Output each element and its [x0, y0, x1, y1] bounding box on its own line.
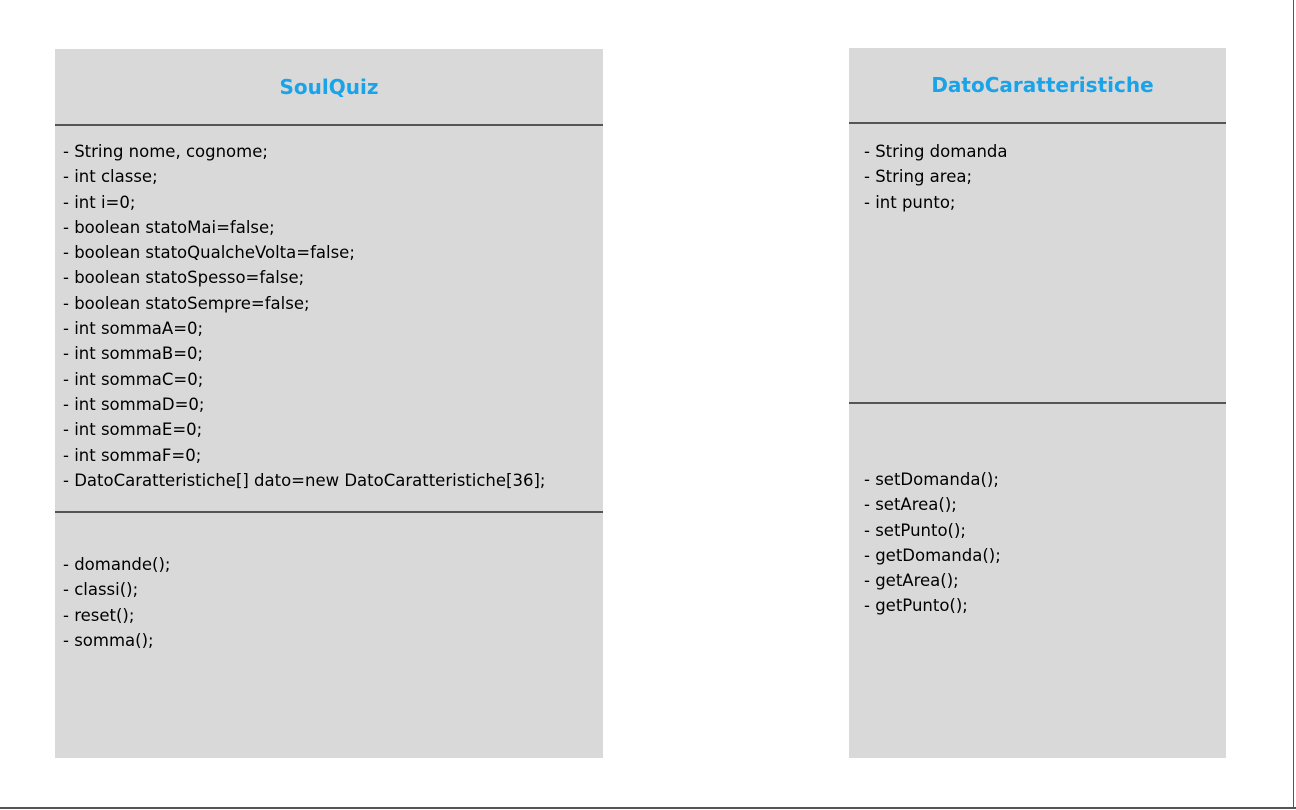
- class-box-datocaratteristiche: DatoCaratteristiche - String domanda - S…: [849, 48, 1226, 758]
- attribute-item: - int sommaE=0;: [63, 420, 203, 440]
- method-item: - reset();: [63, 605, 135, 625]
- divider-dato-methods: [849, 402, 1226, 404]
- method-item: - getDomanda();: [864, 545, 1001, 565]
- attribute-item: - int sommaC=0;: [63, 369, 204, 389]
- attribute-item: - int sommaF=0;: [63, 445, 202, 465]
- method-item: - somma();: [63, 630, 154, 650]
- method-item: - setDomanda();: [864, 470, 999, 489]
- attribute-list-datocaratteristiche: - String domanda - String area; - int pu…: [864, 139, 1007, 215]
- attribute-list-soulquiz: - String nome, cognome; - int classe; - …: [63, 139, 545, 493]
- method-list-datocaratteristiche: - setDomanda(); - setArea(); - setPunto(…: [864, 467, 1001, 619]
- method-item: - setArea();: [864, 495, 957, 515]
- page-edge-bottom: [0, 807, 1296, 809]
- divider-soulquiz-methods: [55, 511, 603, 513]
- divider-dato-attributes: [849, 122, 1226, 124]
- attribute-item: - String area;: [864, 167, 973, 187]
- class-box-soulquiz: SoulQuiz - String nome, cognome; - int c…: [55, 49, 603, 758]
- attribute-item: - DatoCaratteristiche[] dato=new DatoCar…: [63, 470, 546, 490]
- attribute-item: - int classe;: [63, 167, 158, 187]
- attribute-item: - int sommaD=0;: [63, 394, 205, 414]
- method-item: - domande();: [63, 555, 171, 574]
- attribute-item: - int sommaB=0;: [63, 344, 204, 364]
- attribute-item: - boolean statoSpesso=false;: [63, 268, 305, 288]
- method-item: - getPunto();: [864, 596, 968, 616]
- attribute-item: - String domanda: [864, 142, 1008, 161]
- method-item: - classi();: [63, 580, 139, 600]
- attribute-item: - boolean statoSempre=false;: [63, 293, 310, 313]
- attribute-item: - int sommaA=0;: [63, 319, 204, 339]
- method-item: - getArea();: [864, 571, 959, 591]
- attribute-item: - String nome, cognome;: [63, 142, 268, 161]
- page-edge-right: [1293, 0, 1294, 808]
- class-name-soulquiz: SoulQuiz: [279, 75, 379, 99]
- method-list-soulquiz: - domande(); - classi(); - reset(); - so…: [63, 552, 170, 653]
- method-item: - setPunto();: [864, 520, 966, 540]
- attribute-item: - int i=0;: [63, 192, 136, 212]
- class-name-datocaratteristiche: DatoCaratteristiche: [931, 73, 1154, 97]
- attribute-item: - boolean statoMai=false;: [63, 217, 275, 237]
- attribute-item: - int punto;: [864, 192, 956, 212]
- attribute-item: - boolean statoQualcheVolta=false;: [63, 243, 355, 263]
- divider-soulquiz-attributes: [55, 124, 603, 126]
